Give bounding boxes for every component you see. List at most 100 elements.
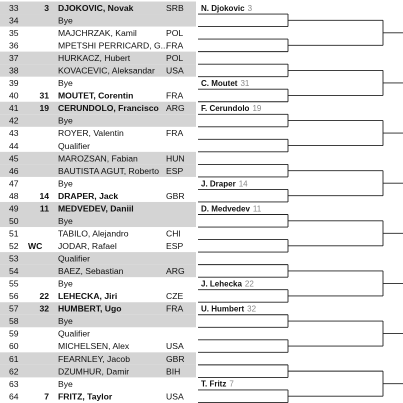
- row-shade: [0, 352, 196, 365]
- player-name: Bye: [58, 316, 73, 326]
- draw-position-number: 52: [9, 241, 19, 251]
- draw-position-number: 34: [9, 15, 19, 25]
- player-name: MOUTET, Corentin: [58, 91, 133, 101]
- player-name: DZUMHUR, Damir: [58, 366, 129, 376]
- player-name: ROYER, Valentin: [58, 128, 124, 138]
- row-shade: [0, 214, 196, 228]
- round2-seed: 3: [248, 4, 253, 13]
- player-name: MAROZSAN, Fabian: [58, 153, 138, 163]
- draw-position-number: 37: [9, 53, 19, 63]
- draw-position-number: 55: [9, 279, 19, 289]
- player-name: HUMBERT, Ugo: [58, 304, 122, 314]
- draw-position-number: 48: [9, 191, 19, 201]
- player-country: CZE: [166, 291, 183, 301]
- draw-position-number: 59: [9, 329, 19, 339]
- player-name: KOVACEVIC, Aleksandar: [58, 66, 155, 76]
- draw-row: 51 TABILO, Alejandro CHI: [9, 228, 181, 238]
- player-country: USA: [166, 66, 184, 76]
- seed-number: 3: [44, 3, 49, 13]
- player-name: MPETSHI PERRICARD, G...: [58, 41, 168, 51]
- player-name: DJOKOVIC, Novak: [58, 3, 134, 13]
- player-country: FRA: [166, 91, 183, 101]
- seed-number: 11: [40, 203, 49, 213]
- row-shade: [0, 201, 196, 215]
- draw-position-number: 33: [9, 3, 19, 13]
- player-country: ARG: [166, 103, 185, 113]
- draw-position-number: 62: [9, 366, 19, 376]
- player-name: MAJCHRZAK, Kamil: [58, 28, 137, 38]
- round2-player-name: D. Medvedev: [201, 204, 250, 213]
- player-name: Qualifier: [58, 329, 90, 339]
- row-shade: [0, 151, 196, 165]
- row-shade: [0, 302, 196, 315]
- round2-player-name: N. Djokovic: [201, 4, 245, 13]
- player-name: CERUNDOLO, Francisco: [58, 103, 159, 113]
- player-country: POL: [166, 53, 183, 63]
- player-country: CHI: [166, 228, 181, 238]
- player-name: FRITZ, Taylor: [58, 391, 113, 401]
- draw-position-number: 63: [9, 379, 19, 389]
- draw-position-number: 54: [9, 266, 19, 276]
- player-name: Bye: [58, 216, 73, 226]
- row-shade: [0, 252, 196, 265]
- player-name: TABILO, Alejandro: [58, 228, 129, 238]
- seed-number: 22: [39, 291, 49, 301]
- draw-position-number: 44: [9, 141, 19, 151]
- draw-position-number: 41: [9, 103, 19, 113]
- player-country: ARG: [166, 266, 185, 276]
- player-name: HURKACZ, Hubert: [58, 53, 131, 63]
- draw-position-number: 43: [9, 128, 19, 138]
- round2-seed: 11: [253, 204, 262, 213]
- round2-player-name: T. Fritz: [201, 380, 226, 389]
- player-country: USA: [166, 341, 184, 351]
- entry-status: WC: [28, 241, 42, 251]
- row-shade: [0, 264, 196, 278]
- player-name: Bye: [58, 78, 73, 88]
- draw-position-number: 42: [9, 116, 19, 126]
- round2-seed: 19: [252, 104, 261, 113]
- draw-position-number: 46: [9, 166, 19, 176]
- draw-position-number: 51: [9, 228, 19, 238]
- row-shade: [0, 101, 196, 115]
- player-name: JODAR, Rafael: [58, 241, 117, 251]
- player-name: MEDVEDEV, Daniil: [58, 203, 134, 213]
- seed-number: 31: [39, 91, 49, 101]
- row-shade: [0, 114, 196, 127]
- player-country: BIH: [166, 366, 180, 376]
- row-shade: [0, 51, 196, 65]
- draw-position-number: 35: [9, 28, 19, 38]
- draw-row: 62 DZUMHUR, Damir BIH: [0, 364, 196, 378]
- draw-position-number: 58: [9, 316, 19, 326]
- round2-player-name: J. Lehecka: [201, 279, 242, 288]
- row-shade: [0, 164, 196, 177]
- round2-seed: 7: [229, 380, 234, 389]
- round2-player-name: C. Moutet: [201, 79, 238, 88]
- draw-position-number: 57: [9, 304, 19, 314]
- row-shade: [0, 1, 196, 15]
- draw-position-number: 47: [9, 178, 19, 188]
- draw-position-number: 40: [9, 91, 19, 101]
- seed-number: 32: [39, 304, 49, 314]
- draw-position-number: 36: [9, 41, 19, 51]
